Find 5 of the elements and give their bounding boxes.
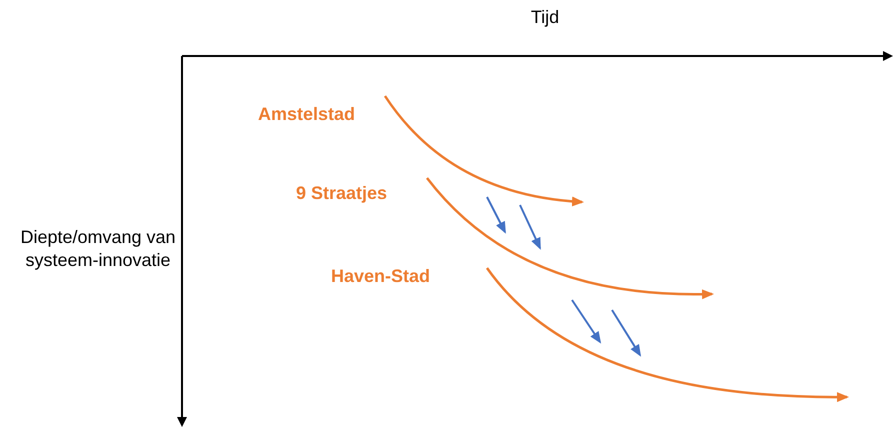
axis-title: Diepte/omvang van systeem-innovatie xyxy=(19,226,177,272)
curve-label: Amstelstad xyxy=(258,103,356,126)
axis-title: Tijd xyxy=(530,6,560,29)
curve-label: 9 Straatjes xyxy=(296,182,388,205)
curve-label: Haven-Stad xyxy=(331,265,432,288)
